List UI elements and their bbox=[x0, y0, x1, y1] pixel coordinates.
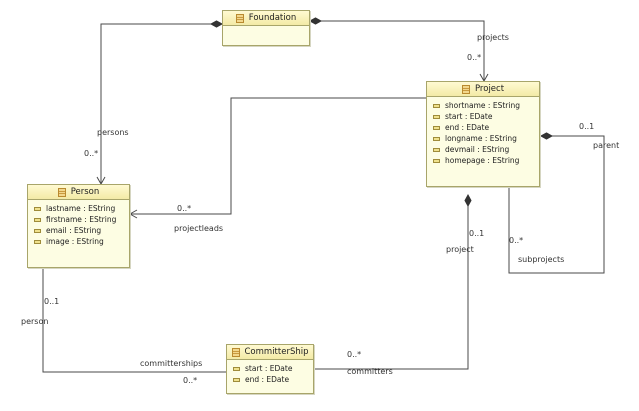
class-project[interactable]: Project shortname : EString start : EDat… bbox=[426, 81, 540, 187]
eclass-icon bbox=[231, 347, 240, 357]
class-header: Person bbox=[28, 185, 129, 200]
attribute-compartment: lastname : EString firstname : EString e… bbox=[28, 200, 129, 249]
attribute-label: firstname : EString bbox=[46, 215, 117, 224]
class-header: CommitterShip bbox=[227, 345, 313, 360]
edge-project-projectleads[interactable] bbox=[130, 97, 426, 215]
attribute-label: email : EString bbox=[46, 226, 102, 235]
class-name: Person bbox=[70, 187, 100, 197]
attribute-label: end : EDate bbox=[245, 375, 290, 384]
eattribute-icon bbox=[34, 206, 41, 211]
attribute-label: start : EDate bbox=[445, 112, 493, 121]
role-label-projects: projects bbox=[477, 33, 509, 42]
multiplicity-label-projectleads: 0..* bbox=[177, 204, 192, 213]
attribute-label: lastname : EString bbox=[46, 204, 116, 213]
role-label-persons: persons bbox=[97, 128, 129, 137]
multiplicity-label-persons: 0..* bbox=[84, 149, 99, 158]
class-name: CommitterShip bbox=[244, 347, 309, 357]
eattribute-icon bbox=[34, 239, 41, 244]
multiplicity-label-parent: 0..1 bbox=[579, 122, 595, 131]
composition-diamond-icon bbox=[209, 20, 224, 28]
eattribute-icon bbox=[233, 366, 240, 371]
attribute-label: devmail : EString bbox=[445, 145, 510, 154]
eattribute-icon bbox=[433, 147, 440, 152]
eattribute-icon bbox=[34, 228, 41, 233]
edge-foundation-projects[interactable] bbox=[321, 20, 485, 81]
attribute-label: start : EDate bbox=[245, 364, 293, 373]
edge-project-committers[interactable] bbox=[314, 206, 469, 370]
class-committership[interactable]: CommitterShip start : EDate end : EDate bbox=[226, 344, 314, 394]
attribute-label: homepage : EString bbox=[445, 156, 520, 165]
class-header: Foundation bbox=[223, 11, 309, 26]
eattribute-icon bbox=[233, 377, 240, 382]
eattribute-icon bbox=[433, 114, 440, 119]
eclass-icon bbox=[461, 84, 470, 94]
attribute-label: longname : EString bbox=[445, 134, 517, 143]
multiplicity-label-committers: 0..* bbox=[347, 350, 362, 359]
role-label-projectleads: projectleads bbox=[174, 224, 224, 233]
attribute-compartment-empty bbox=[223, 26, 309, 40]
attribute-longname[interactable]: longname : EString bbox=[427, 133, 539, 144]
class-foundation[interactable]: Foundation bbox=[222, 10, 310, 46]
role-label-subprojects: subprojects bbox=[518, 255, 565, 264]
eattribute-icon bbox=[433, 103, 440, 108]
composition-diamond-icon bbox=[308, 17, 323, 25]
class-person[interactable]: Person lastname : EString firstname : ES… bbox=[27, 184, 130, 268]
multiplicity-label-person: 0..1 bbox=[44, 297, 60, 306]
open-arrow-icon bbox=[128, 209, 138, 219]
role-label-committers: committers bbox=[347, 367, 393, 376]
role-label-parent: parent bbox=[593, 141, 620, 150]
composition-diamond-icon bbox=[464, 193, 472, 208]
class-name: Foundation bbox=[248, 13, 297, 23]
eclass-icon bbox=[235, 13, 244, 23]
attribute-compartment: shortname : EString start : EDate end : … bbox=[427, 97, 539, 168]
attribute-email[interactable]: email : EString bbox=[28, 225, 129, 236]
edge-project-self-association[interactable] bbox=[508, 135, 605, 274]
eattribute-icon bbox=[433, 158, 440, 163]
attribute-label: image : EString bbox=[46, 237, 104, 246]
eclass-icon bbox=[57, 187, 66, 197]
attribute-lastname[interactable]: lastname : EString bbox=[28, 203, 129, 214]
eattribute-icon bbox=[433, 125, 440, 130]
attribute-shortname[interactable]: shortname : EString bbox=[427, 100, 539, 111]
attribute-firstname[interactable]: firstname : EString bbox=[28, 214, 129, 225]
role-label-committerships: committerships bbox=[140, 359, 203, 368]
edge-person-committerships[interactable] bbox=[42, 268, 226, 373]
eattribute-icon bbox=[34, 217, 41, 222]
attribute-start[interactable]: start : EDate bbox=[227, 363, 313, 374]
attribute-start[interactable]: start : EDate bbox=[427, 111, 539, 122]
eattribute-icon bbox=[433, 136, 440, 141]
attribute-homepage[interactable]: homepage : EString bbox=[427, 155, 539, 166]
attribute-compartment: start : EDate end : EDate bbox=[227, 360, 313, 387]
role-label-project: project bbox=[446, 245, 474, 254]
multiplicity-label-committerships: 0..* bbox=[183, 376, 198, 385]
attribute-label: end : EDate bbox=[445, 123, 490, 132]
role-label-person: person bbox=[21, 317, 49, 326]
multiplicity-label-projects: 0..* bbox=[467, 53, 482, 62]
attribute-end[interactable]: end : EDate bbox=[427, 122, 539, 133]
composition-diamond-icon bbox=[539, 132, 554, 140]
class-header: Project bbox=[427, 82, 539, 97]
edge-foundation-persons[interactable] bbox=[100, 23, 211, 184]
multiplicity-label-project: 0..1 bbox=[469, 229, 485, 238]
class-name: Project bbox=[474, 84, 505, 94]
multiplicity-label-subprojects: 0..* bbox=[509, 236, 524, 245]
attribute-label: shortname : EString bbox=[445, 101, 520, 110]
attribute-devmail[interactable]: devmail : EString bbox=[427, 144, 539, 155]
attribute-image[interactable]: image : EString bbox=[28, 236, 129, 247]
attribute-end[interactable]: end : EDate bbox=[227, 374, 313, 385]
